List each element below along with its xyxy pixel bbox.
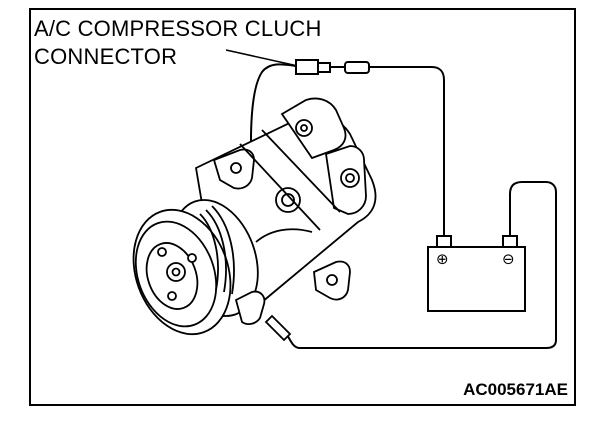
callout-label-line2: CONNECTOR xyxy=(34,44,178,69)
battery-negative-symbol: ⊖ xyxy=(502,250,515,268)
callout-leader-line xyxy=(225,49,299,67)
ground-clip xyxy=(264,314,292,342)
battery-positive-symbol: ⊕ xyxy=(436,250,449,268)
ac-compressor xyxy=(132,97,377,336)
clutch-connector xyxy=(295,59,378,75)
figure-id: AC005671AE xyxy=(463,380,568,399)
battery xyxy=(427,235,526,312)
negative-jumper-wire xyxy=(283,181,557,349)
callout-label-line1: A/C COMPRESSOR CLUCH xyxy=(34,16,322,41)
positive-jumper-wire xyxy=(378,66,445,236)
